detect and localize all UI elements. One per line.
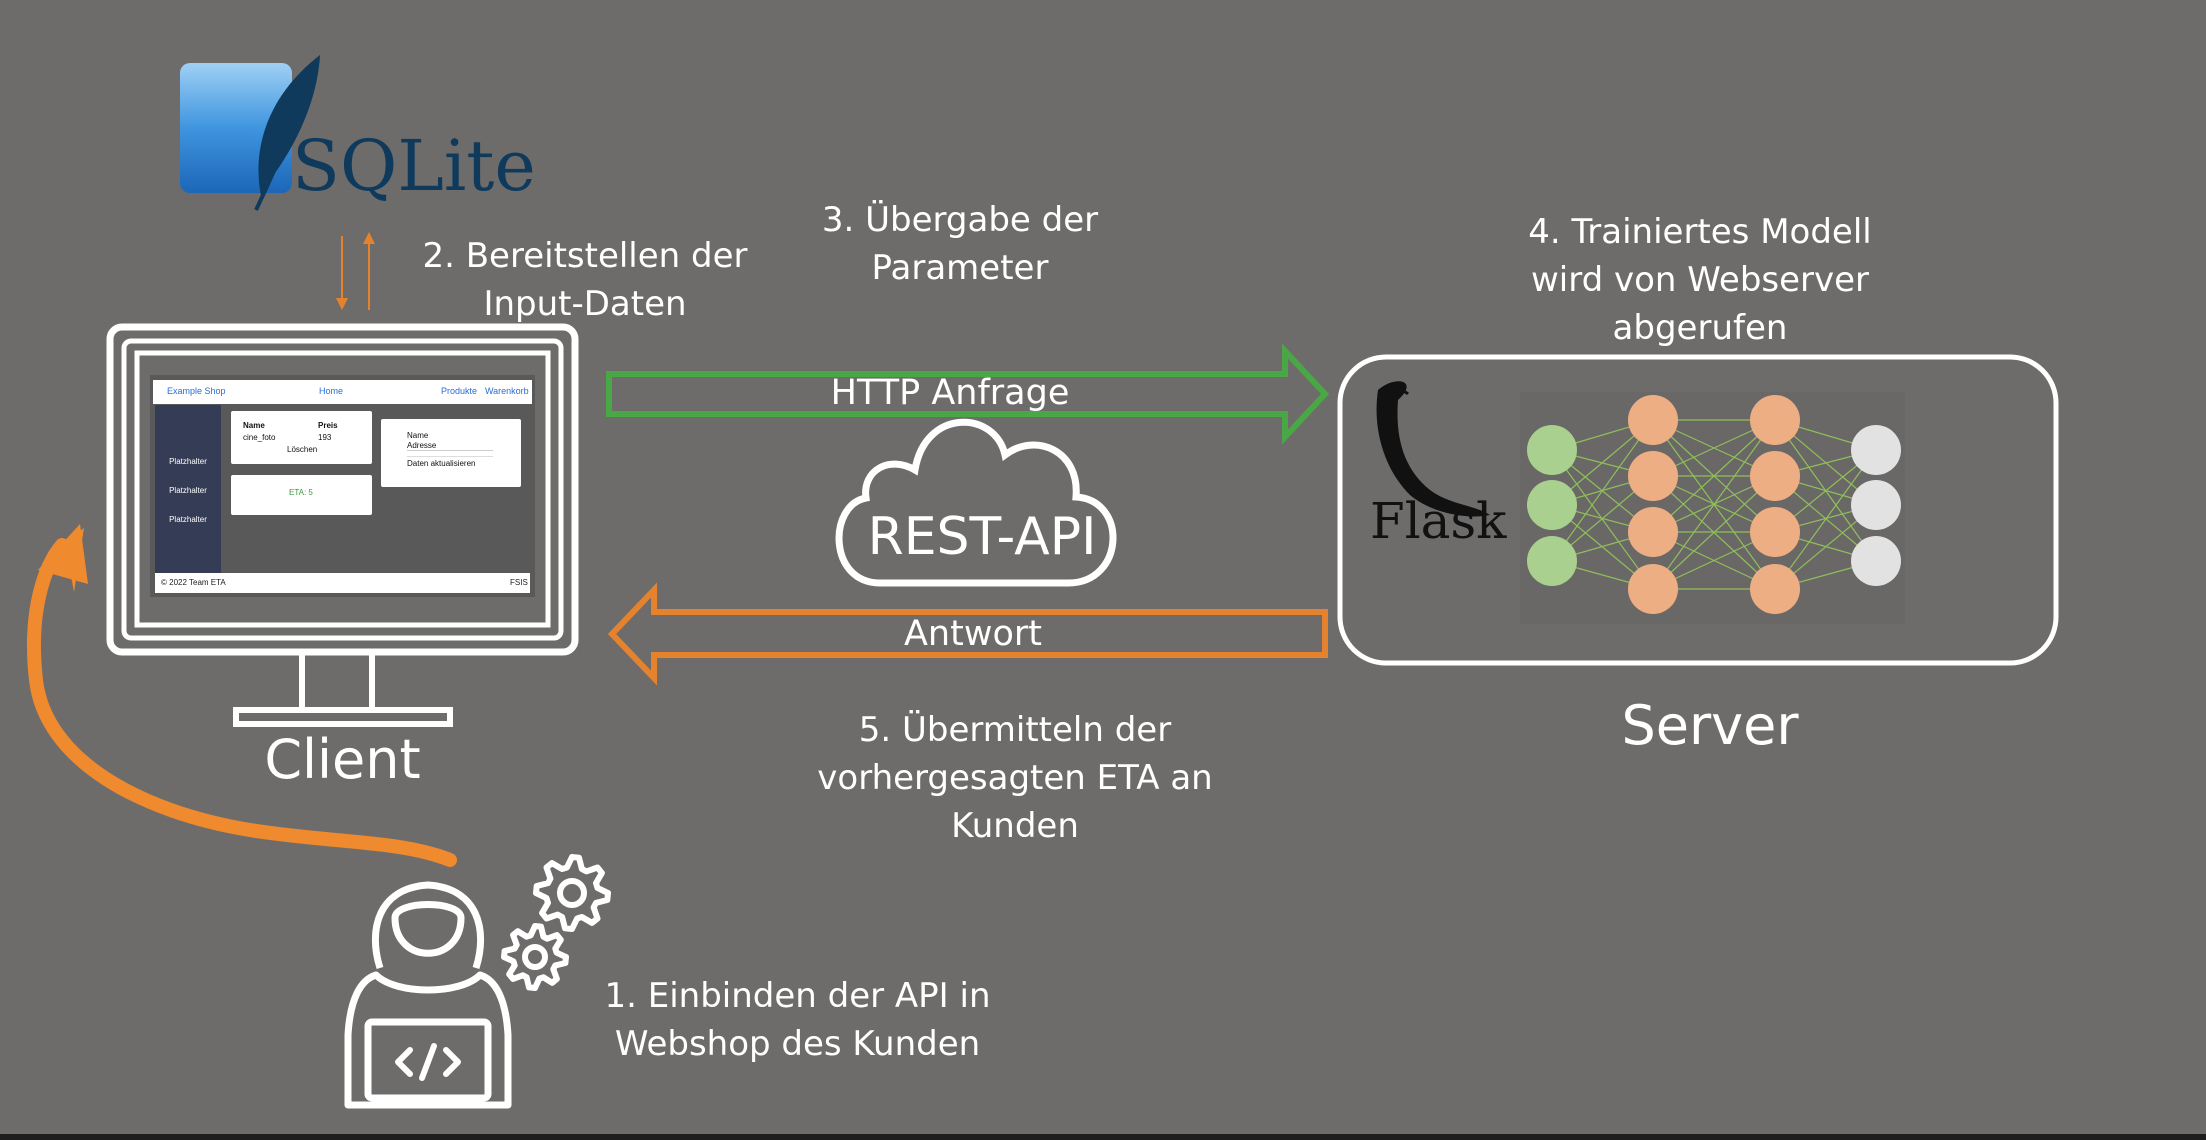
nn-node xyxy=(1750,395,1800,445)
eta-value: ETA: 5 xyxy=(289,488,313,497)
step-5-line: Kunden xyxy=(951,806,1079,846)
flask-logo-text: Flask xyxy=(1370,492,1507,550)
nn-node xyxy=(1851,425,1901,475)
nav-cart-link[interactable]: Warenkorb xyxy=(485,386,529,396)
gear-icon xyxy=(501,923,569,991)
footer-copyright: © 2022 Team ETA xyxy=(161,578,226,587)
nn-node xyxy=(1527,480,1577,530)
response-label: Antwort xyxy=(903,614,1042,654)
nn-node xyxy=(1628,564,1678,614)
nn-connection xyxy=(1551,419,1654,562)
rest-api-label: REST-API xyxy=(867,507,1097,567)
nn-node xyxy=(1750,507,1800,557)
sidebar-item[interactable]: Platzhalter xyxy=(169,457,207,466)
step-2-line: 2. Bereitstellen der xyxy=(422,236,748,276)
neural-network-icon xyxy=(1527,395,1901,614)
nn-node xyxy=(1628,451,1678,501)
response-arrow xyxy=(607,582,1328,686)
code-icon xyxy=(395,1043,461,1081)
http-request-label: HTTP Anfrage xyxy=(830,373,1070,413)
neural-network-panel xyxy=(1520,392,1905,624)
step-1-line: Webshop des Kunden xyxy=(614,1024,981,1064)
monitor-icon xyxy=(106,323,579,727)
nn-connection xyxy=(1652,475,1776,590)
nav-home-link[interactable]: Home xyxy=(319,386,344,396)
step-2-label: 2. Bereitstellen der Input-Daten xyxy=(410,232,760,328)
table-cell: 193 xyxy=(318,433,332,442)
step-3-line: 3. Übergabe der xyxy=(821,200,1099,240)
webshop-screen: Example Shop Home Produkte Warenkorb Pla… xyxy=(150,375,535,597)
step-1-line: 1. Einbinden der API in xyxy=(604,976,991,1016)
step-5-line: 5. Übermitteln der xyxy=(858,710,1172,750)
nn-node xyxy=(1750,451,1800,501)
db-exchange-arrows xyxy=(336,232,375,310)
table-header: Name xyxy=(243,421,265,430)
user-to-client-arrow xyxy=(26,524,457,867)
step-4-line: abgerufen xyxy=(1612,308,1788,348)
sidebar-item[interactable]: Platzhalter xyxy=(169,515,207,524)
server-label: Server xyxy=(1621,694,1799,757)
gear-icon xyxy=(533,854,611,932)
nn-connection xyxy=(1551,449,1654,590)
bottom-border xyxy=(0,1134,2206,1140)
nn-connection xyxy=(1774,449,1877,590)
nn-node xyxy=(1628,507,1678,557)
nn-node xyxy=(1750,564,1800,614)
webshop-footer: © 2022 Team ETA FSIS xyxy=(155,573,530,593)
step-1-label: 1. Einbinden der API in Webshop des Kund… xyxy=(590,972,1005,1068)
cart-card: Name Preis cine_foto 193 Löschen xyxy=(231,411,372,464)
cloud-icon xyxy=(835,418,1117,587)
step-2-line: Input-Daten xyxy=(483,284,687,324)
server-box xyxy=(1337,354,2059,666)
webshop-brand-link[interactable]: Example Shop xyxy=(167,386,226,396)
nn-node xyxy=(1851,536,1901,586)
footer-right-text: FSIS xyxy=(510,578,528,587)
sqlite-logo-text: SQLite xyxy=(292,125,536,207)
nn-connection xyxy=(1652,419,1776,533)
step-3-line: Parameter xyxy=(871,248,1049,288)
update-button[interactable]: Daten aktualisieren xyxy=(407,456,493,468)
developer-icon xyxy=(344,881,512,1109)
sidebar-item[interactable]: Platzhalter xyxy=(169,486,207,495)
nn-node xyxy=(1527,536,1577,586)
webshop-sidebar: Platzhalter Platzhalter Platzhalter xyxy=(155,405,221,573)
flask-horn-icon xyxy=(1376,381,1490,517)
form-name-label: Name xyxy=(407,431,429,440)
step-5-label: 5. Übermitteln der vorhergesagten ETA an… xyxy=(795,706,1235,850)
nn-node xyxy=(1851,480,1901,530)
client-label: Client xyxy=(264,728,421,791)
address-form-card: Name Adresse Daten aktualisieren xyxy=(381,419,521,487)
nav-products-link[interactable]: Produkte xyxy=(441,386,478,396)
step-3-label: 3. Übergabe der Parameter xyxy=(795,196,1125,292)
sqlite-logo: SQLite xyxy=(180,55,536,211)
http-request-arrow xyxy=(606,343,1330,445)
eta-card: ETA: 5 xyxy=(231,475,372,515)
nn-node xyxy=(1628,395,1678,445)
step-5-line: vorhergesagten ETA an xyxy=(817,758,1213,798)
delete-button[interactable]: Löschen xyxy=(287,445,318,454)
step-4-line: 4. Trainiertes Modell xyxy=(1528,212,1872,252)
step-4-label: 4. Trainiertes Modell wird von Webserver… xyxy=(1480,208,1920,352)
table-cell: cine_foto xyxy=(243,433,276,442)
address-input[interactable]: Adresse xyxy=(407,441,493,451)
webshop-navbar: Example Shop Home Produkte Warenkorb xyxy=(153,380,532,404)
table-header: Preis xyxy=(318,421,338,430)
nn-connection xyxy=(1652,419,1776,590)
nn-node xyxy=(1527,425,1577,475)
step-4-line: wird von Webserver xyxy=(1530,260,1870,300)
